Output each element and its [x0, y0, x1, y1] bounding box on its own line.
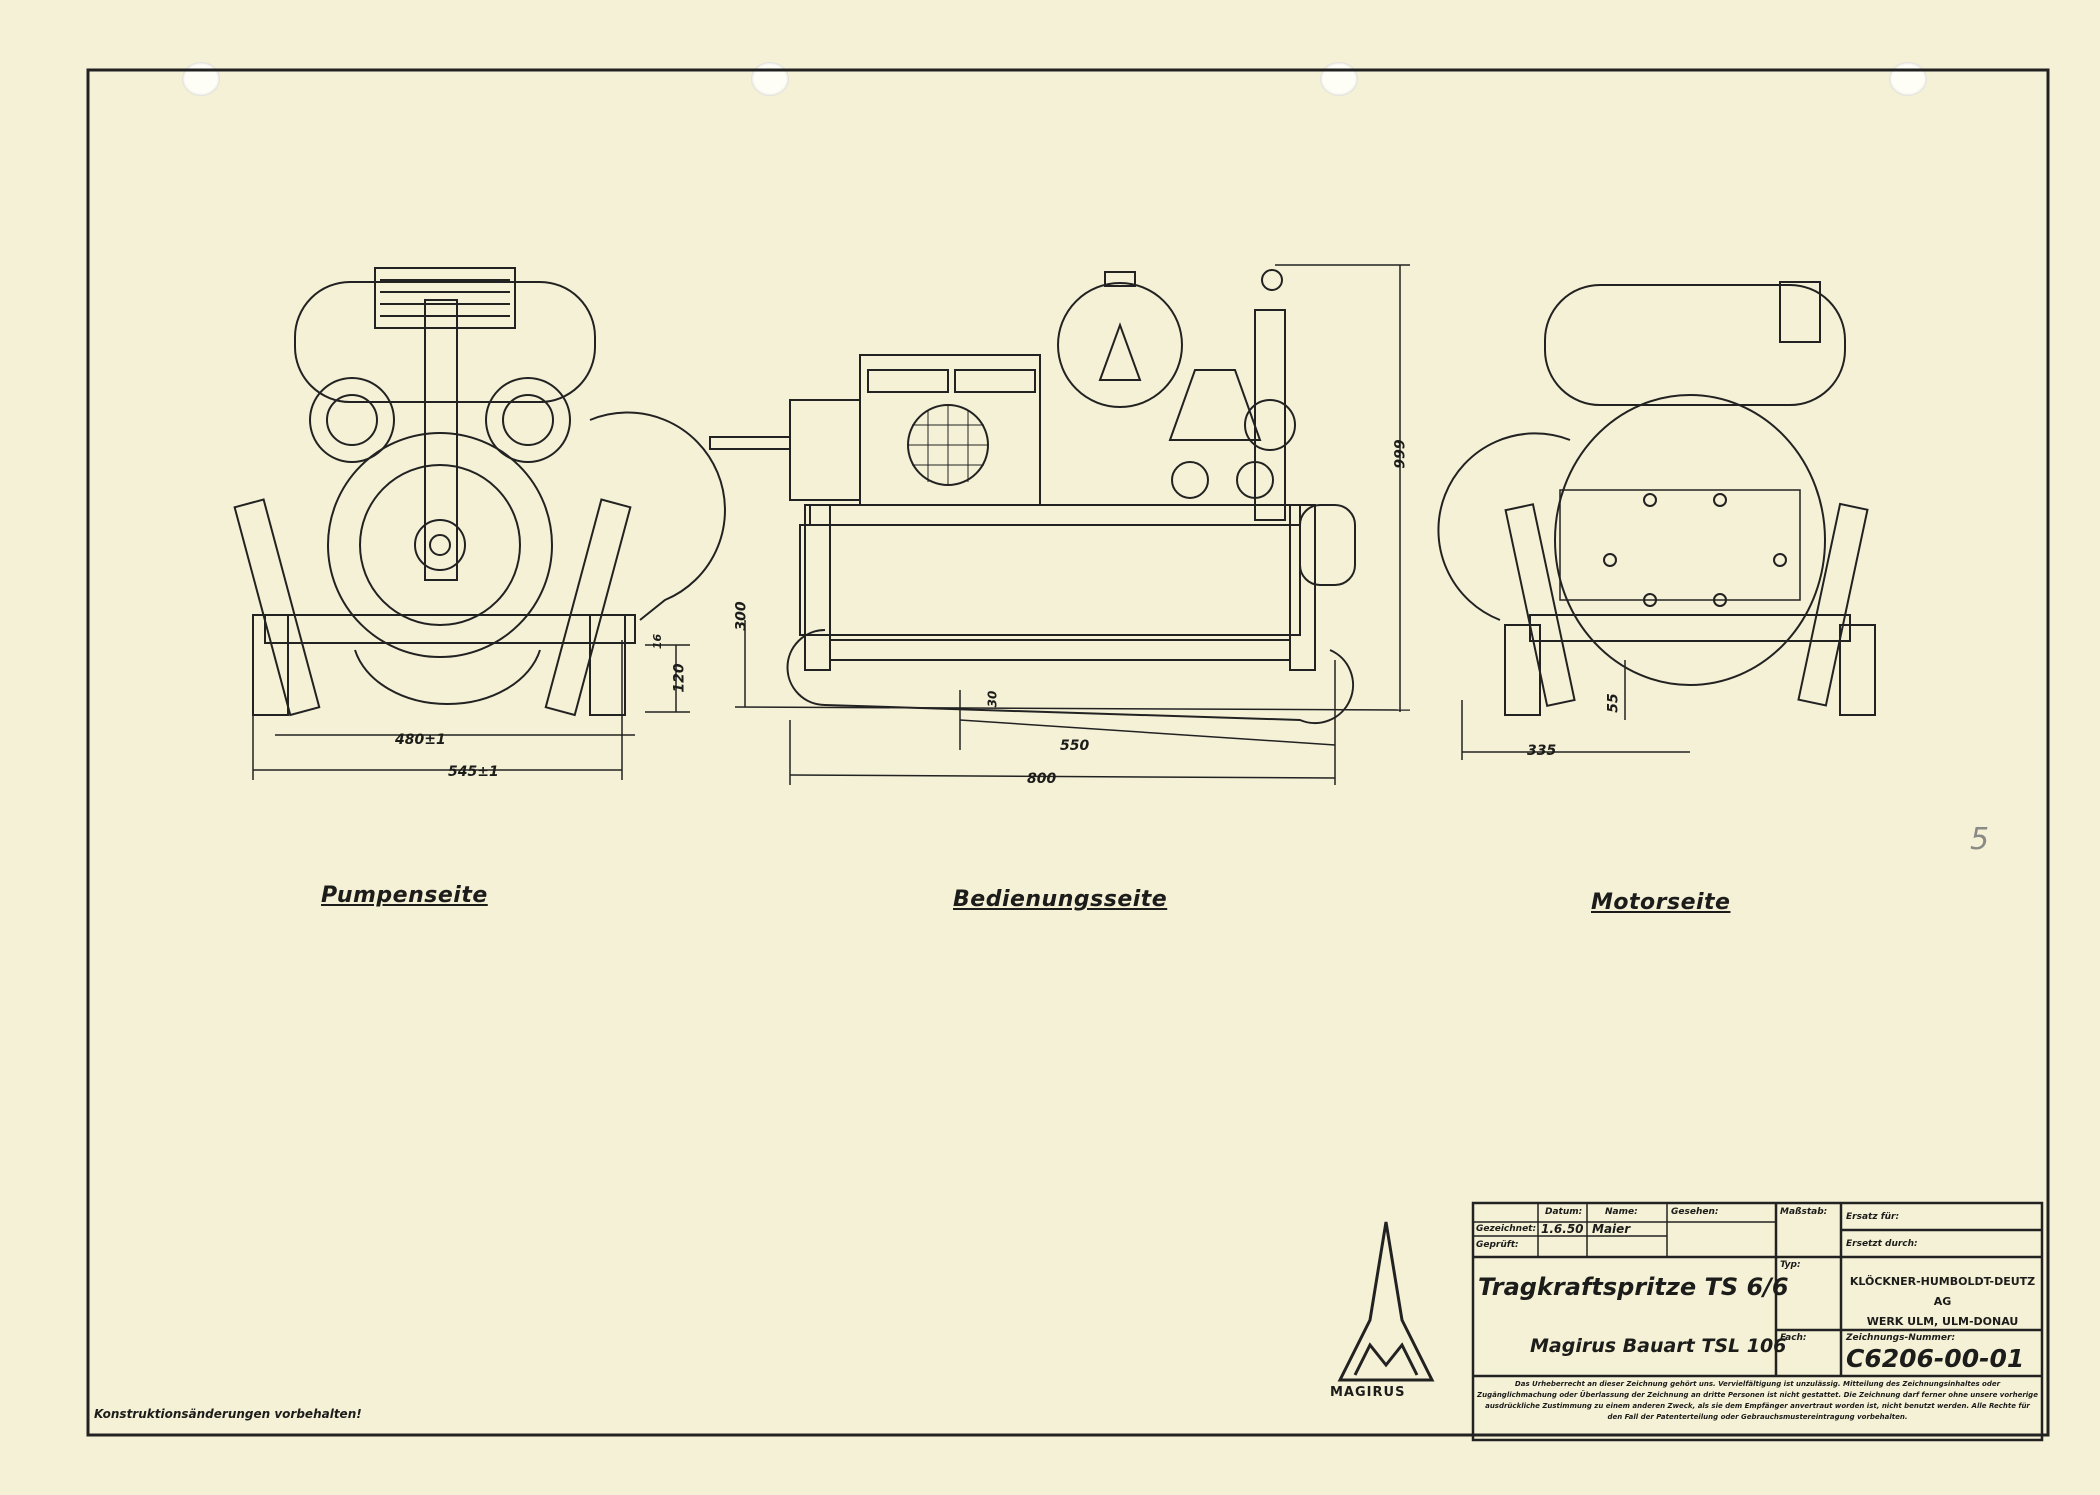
view-label-operator-side: Bedienungsseite — [953, 887, 1168, 912]
dimension-545: 545±1 — [448, 764, 499, 780]
drawing-number: C6206-00-01 — [1846, 1344, 2025, 1373]
scale-label: Maßstab: — [1780, 1207, 1828, 1217]
dimension-480: 480±1 — [395, 732, 446, 748]
dimension-16: 16 — [651, 633, 665, 650]
title-block-grid — [1471, 1201, 2044, 1442]
pencil-mark: 5 — [1970, 822, 1990, 857]
drawing-subtitle: Magirus Bauart TSL 106 — [1530, 1335, 1787, 1357]
replaces-label: Ersatz für: — [1846, 1212, 1900, 1222]
copyright-notice: Das Urheberrecht an dieser Zeichnung geh… — [1477, 1380, 2038, 1421]
drawing-number-label: Zeichnungs-Nummer: — [1846, 1333, 1956, 1343]
drawn-label: Gezeichnet: — [1476, 1224, 1537, 1234]
name-label: Name: — [1605, 1207, 1638, 1217]
file-label: Fach: — [1780, 1333, 1807, 1343]
date-label: Datum: — [1545, 1207, 1583, 1217]
drawing-title: Tragkraftspritze TS 6/6 — [1478, 1273, 1789, 1301]
punch-hole — [182, 62, 220, 96]
view-label-pump-side: Pumpenseite — [321, 883, 488, 908]
company-line-2: WERK ULM, ULM-DONAU — [1866, 1315, 2019, 1328]
dimension-30: 30 — [985, 690, 1000, 708]
punch-hole — [751, 62, 789, 96]
replaced-by-label: Ersetzt durch: — [1846, 1239, 1918, 1249]
drawn-name: Maier — [1592, 1222, 1631, 1236]
type-label: Typ: — [1780, 1260, 1801, 1270]
pump-side-drawing — [233, 267, 726, 780]
logo-text: MAGIRUS — [1330, 1385, 1406, 1400]
checked-label: Geprüft: — [1476, 1240, 1519, 1250]
view-label-motor-side: Motorseite — [1591, 890, 1731, 915]
company-line-1: KLÖCKNER-HUMBOLDT-DEUTZ AG — [1849, 1275, 2036, 1308]
dimension-120: 120 — [671, 663, 688, 693]
motor-side-drawing — [1437, 281, 1876, 760]
dimension-55: 55 — [1605, 693, 1622, 713]
punch-hole — [1320, 62, 1358, 96]
footer-note: Konstruktionsänderungen vorbehalten! — [94, 1407, 362, 1421]
company-name: KLÖCKNER-HUMBOLDT-DEUTZ AG WERK ULM, ULM… — [1845, 1272, 2040, 1332]
operator-side-drawing — [709, 264, 1411, 785]
dimension-999: 999 — [1392, 439, 1409, 469]
dimension-800: 800 — [1027, 771, 1057, 787]
drawing-border — [86, 68, 2050, 1437]
drawn-date: 1.6.50 — [1541, 1222, 1584, 1236]
seen-label: Gesehen: — [1671, 1207, 1719, 1217]
magirus-logo — [1337, 1221, 1435, 1382]
punch-hole — [1889, 62, 1927, 96]
dimension-550: 550 — [1060, 738, 1090, 754]
dimension-335: 335 — [1527, 743, 1557, 759]
dimension-300: 300 — [733, 601, 750, 631]
